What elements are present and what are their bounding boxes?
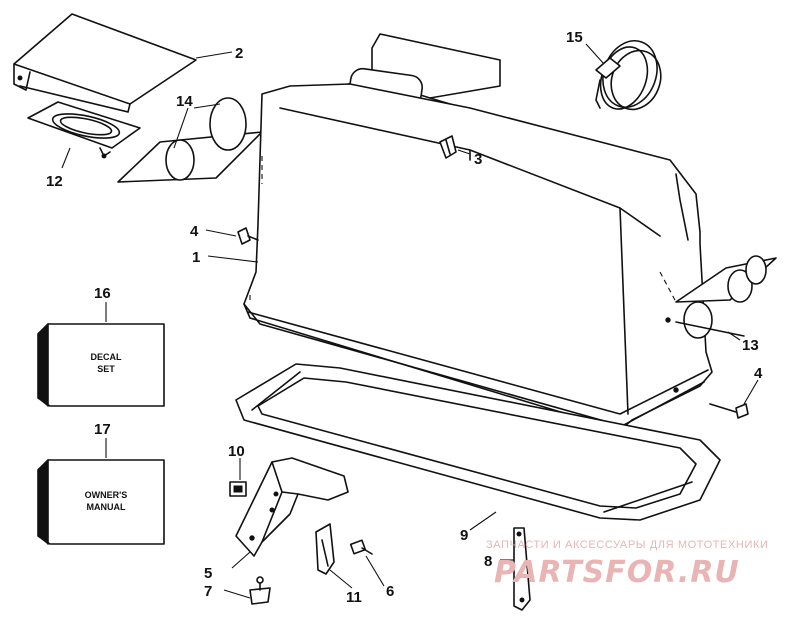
- owners-manual-box: OWNER'S MANUAL: [37, 458, 165, 546]
- callout-7: 7: [204, 583, 212, 600]
- part-12-grommet-plate: [27, 101, 141, 159]
- part-10-clip: [229, 481, 247, 497]
- callout-11: 11: [346, 589, 362, 606]
- decal-set-line2: SET: [97, 364, 115, 374]
- leader-lines: [61, 43, 759, 599]
- callout-3: 3: [474, 151, 482, 168]
- callout-5: 5: [204, 565, 212, 582]
- callout-2: 2: [235, 45, 243, 62]
- callout-15: 15: [566, 29, 583, 46]
- callout-10: 10: [228, 443, 245, 460]
- part-11-latch: [315, 523, 335, 575]
- part-14-decals: [117, 97, 263, 183]
- decal-set-box: DECAL SET: [37, 322, 165, 408]
- part-1-engine-cover: [243, 33, 713, 431]
- callout-4-left: 4: [190, 223, 199, 240]
- part-2-rear-cover: [13, 13, 197, 113]
- part-5-bracket: [235, 457, 349, 557]
- part-3-screw: [439, 135, 457, 159]
- callout-17: 17: [94, 421, 111, 438]
- part-6-bolt: [349, 539, 373, 555]
- part-13-side-decals: [675, 255, 777, 339]
- part-8-strap: [513, 527, 531, 611]
- part-9-seal: [235, 363, 721, 521]
- callout-4-right: 4: [754, 365, 763, 382]
- part-15-cable: [595, 40, 662, 111]
- callout-13: 13: [742, 337, 759, 354]
- part-4-screw-right: [709, 403, 749, 419]
- decal-set-line1: DECAL: [91, 352, 123, 362]
- callout-16: 16: [94, 285, 111, 302]
- watermark-subtitle: ЗАПЧАСТИ И АКСЕССУАРЫ ДЛЯ МОТОТЕХНИКИ: [486, 539, 768, 551]
- callout-6: 6: [386, 583, 394, 600]
- callout-12: 12: [46, 173, 63, 190]
- callout-1: 1: [192, 249, 200, 266]
- part-7-stud: [249, 576, 271, 605]
- callout-8: 8: [484, 553, 492, 570]
- callout-14: 14: [176, 93, 193, 110]
- owners-manual-line1: OWNER'S: [85, 490, 128, 500]
- watermark-brand: PARTSFOR.RU: [494, 555, 740, 590]
- callout-9: 9: [460, 527, 468, 544]
- watermark: ЗАПЧАСТИ И АКСЕССУАРЫ ДЛЯ МОТОТЕХНИКИ PA…: [486, 539, 768, 590]
- callout-labels: 2 12 14 3 15 4 1 16 17 13 4 10 5 7 9 8 1…: [46, 29, 763, 606]
- part-4-screw-left: [237, 227, 259, 245]
- owners-manual-line2: MANUAL: [87, 502, 126, 512]
